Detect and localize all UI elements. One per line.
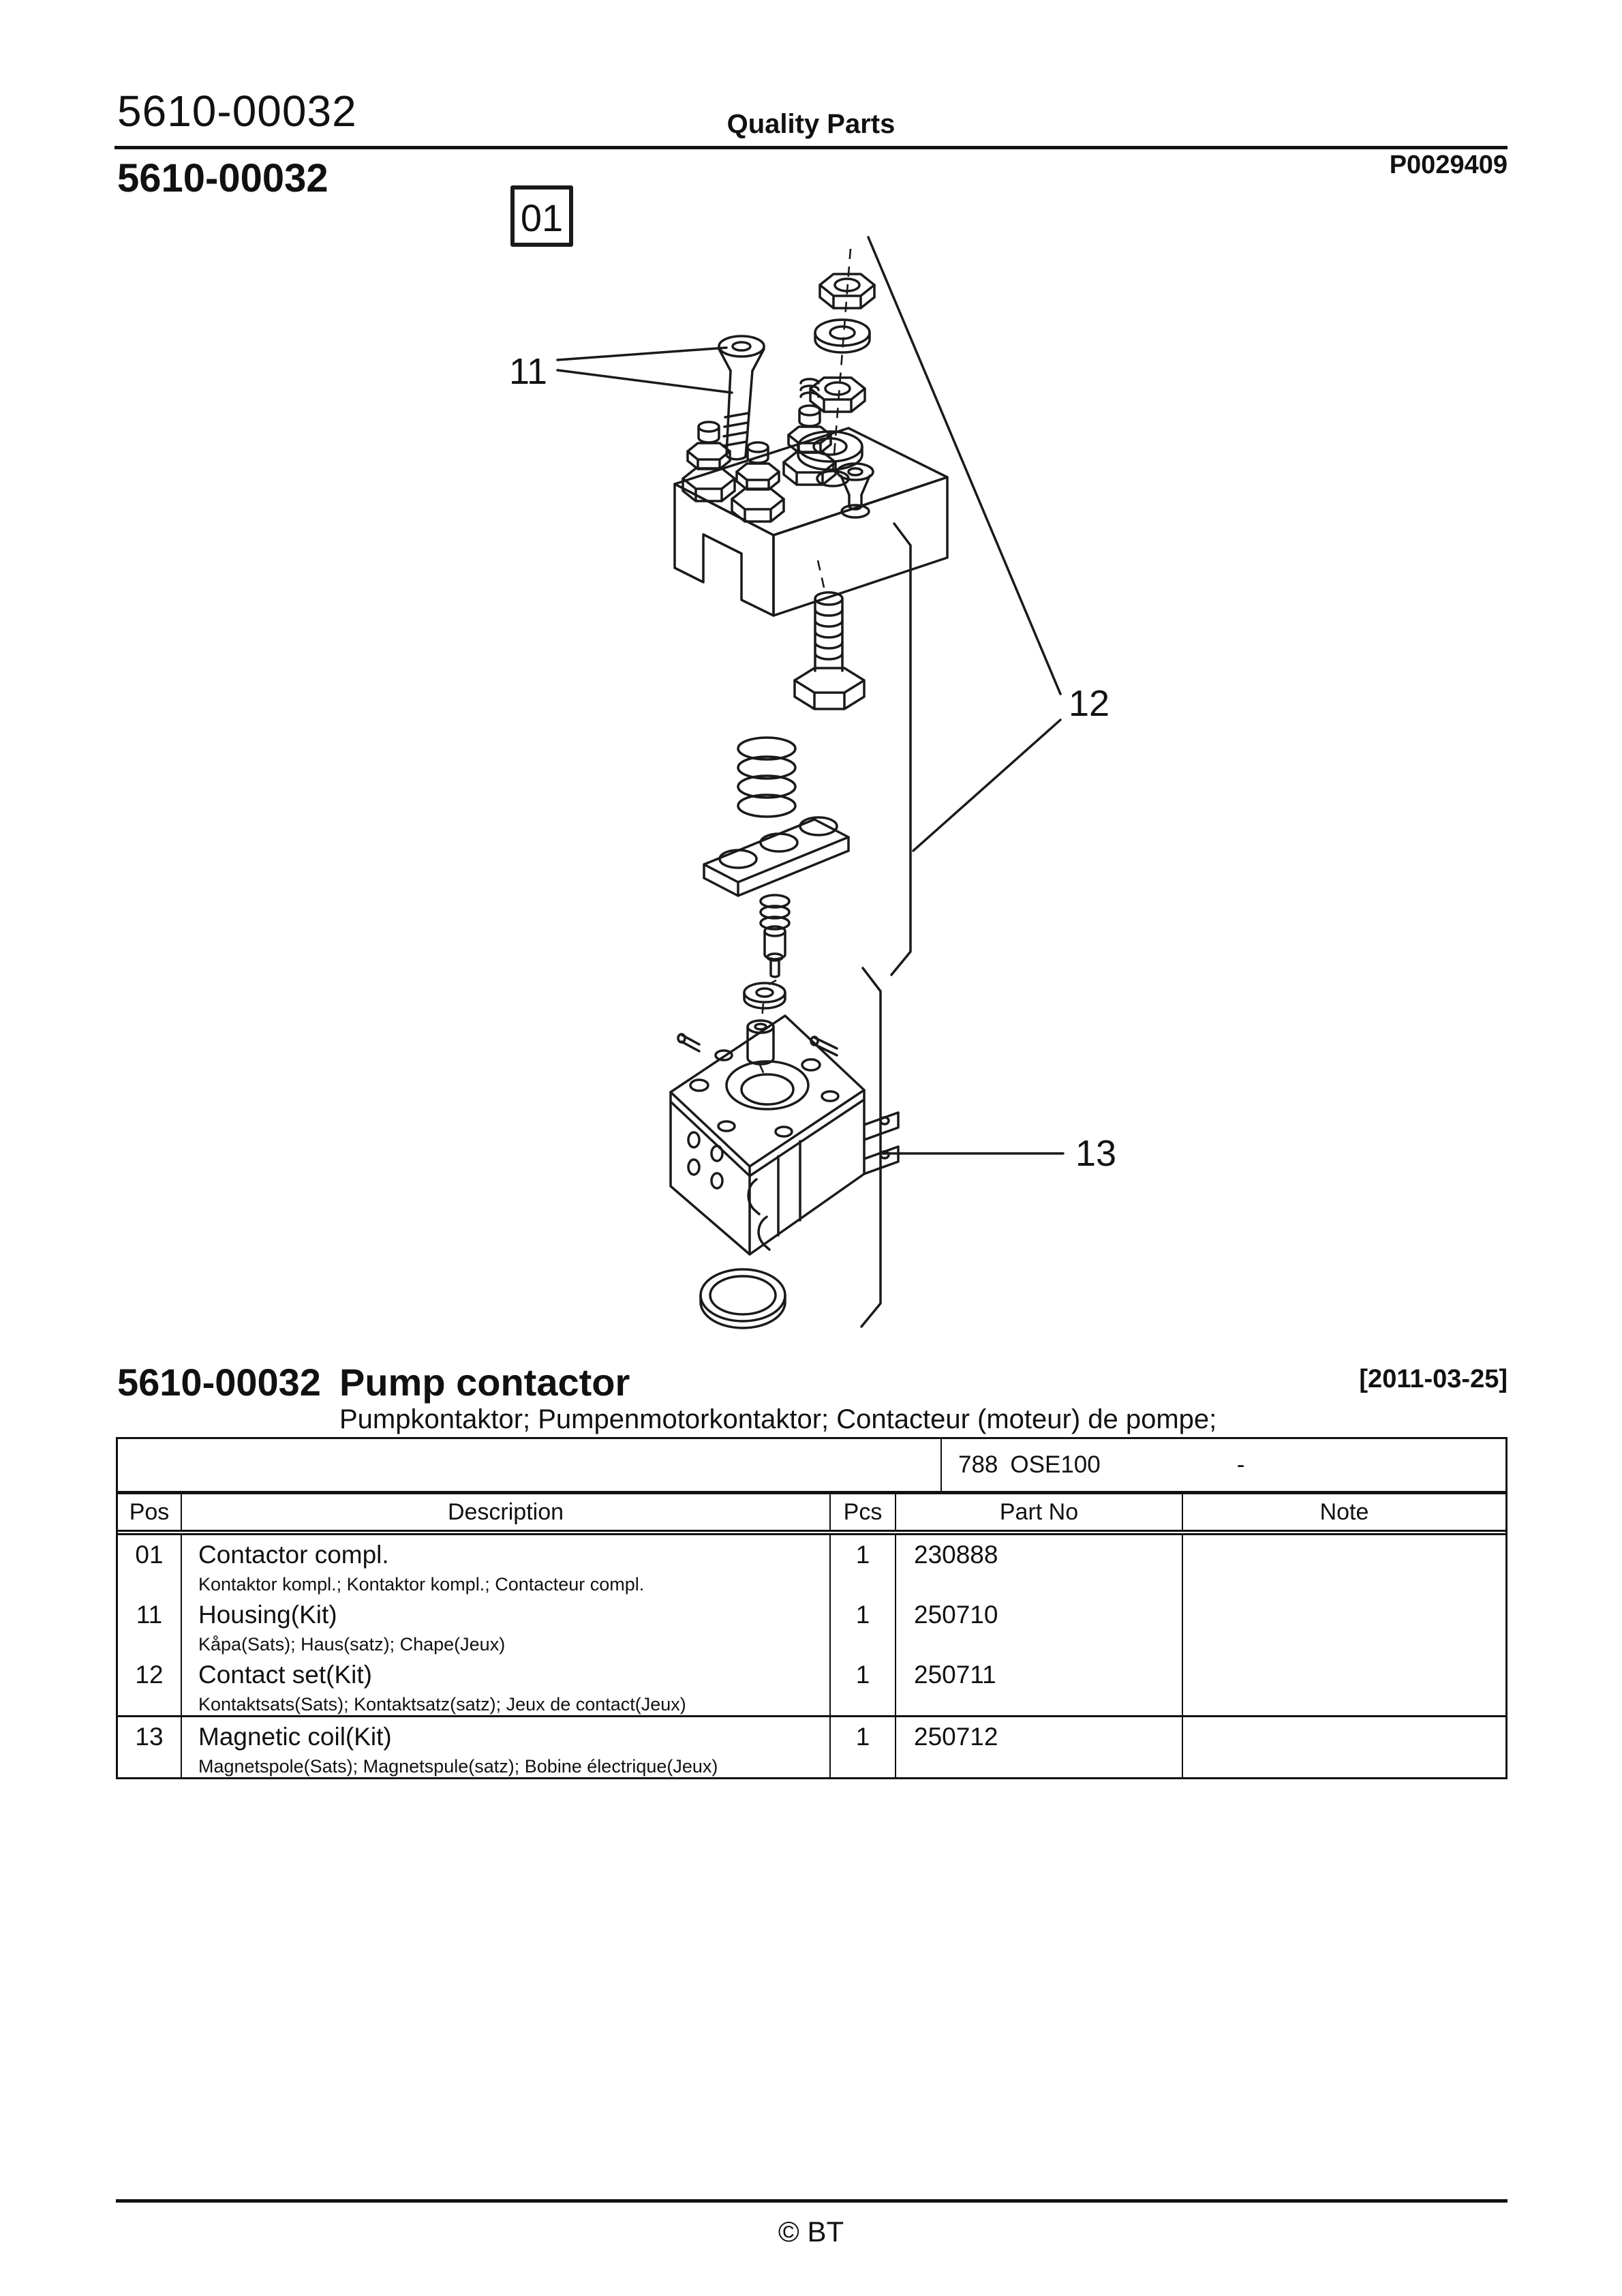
model-range: - xyxy=(1236,1451,1245,1478)
cell-partno: 250711 xyxy=(896,1655,1183,1715)
cell-description: Contactor compl. Kontaktor kompl.; Konta… xyxy=(182,1535,831,1595)
housing-drawing xyxy=(673,335,949,617)
housing-hole xyxy=(816,470,850,487)
model-name: OSE100 xyxy=(1010,1451,1101,1478)
model-info-row: 788 OSE100 - xyxy=(118,1439,1505,1494)
col-header-pos: Pos xyxy=(118,1494,182,1530)
model-code: 788 xyxy=(958,1451,998,1478)
countersunk-screw-drawing xyxy=(718,335,765,461)
footer-copyright: © BT xyxy=(778,2216,844,2248)
section-title: Pump contactor xyxy=(339,1361,630,1404)
col-header-description: Description xyxy=(182,1494,831,1530)
header-product-line: Quality Parts xyxy=(726,109,896,139)
cell-note xyxy=(1183,1717,1505,1777)
header-rule xyxy=(114,146,1508,149)
section-subtitle: Pumpkontaktor; Pumpenmotorkontaktor; Con… xyxy=(339,1404,1217,1434)
callout-11-label: 11 xyxy=(509,351,547,392)
hex-bolt-drawing xyxy=(793,591,866,710)
cell-pcs: 1 xyxy=(831,1535,896,1595)
parts-table: 788 OSE100 - Pos Description Pcs Part No… xyxy=(116,1437,1508,1779)
header-doc-number: 5610-00032 xyxy=(117,87,357,136)
coil-spring-drawing xyxy=(737,736,797,818)
leader-bracket-12 xyxy=(867,236,1062,976)
magnet-coil-block-drawing xyxy=(669,1014,900,1256)
cell-pos: 01 xyxy=(118,1535,182,1595)
cell-pcs: 1 xyxy=(831,1595,896,1655)
section-revision-date: [2011-03-25] xyxy=(1359,1365,1508,1393)
leader-bracket-13 xyxy=(860,967,1065,1328)
table-header-row: Pos Description Pcs Part No Note xyxy=(118,1494,1505,1535)
cell-description: Magnetic coil(Kit) Magnetspole(Sats); Ma… xyxy=(182,1717,831,1777)
cell-partno: 250710 xyxy=(896,1595,1183,1655)
cell-note xyxy=(1183,1655,1505,1715)
stud-thread-detail xyxy=(799,378,820,398)
cell-partno: 250712 xyxy=(896,1717,1183,1777)
figure-code: P0029409 xyxy=(1389,151,1508,179)
callout-12-label: 12 xyxy=(1069,683,1110,724)
model-info-empty-cell xyxy=(118,1439,942,1491)
col-header-pcs: Pcs xyxy=(831,1494,896,1530)
small-washer-drawing xyxy=(743,982,786,1010)
cell-description: Contact set(Kit) Kontaktsats(Sats); Kont… xyxy=(182,1655,831,1715)
contact-bridge-drawing xyxy=(703,816,850,978)
cell-pos: 13 xyxy=(118,1717,182,1777)
exploded-view-diagram: 01 11 12 13 xyxy=(509,185,1116,1329)
footer-rule xyxy=(116,2199,1508,2203)
table-row: 13 Magnetic coil(Kit) Magnetspole(Sats);… xyxy=(118,1715,1505,1777)
cell-note xyxy=(1183,1595,1505,1655)
cell-description: Housing(Kit) Kåpa(Sats); Haus(satz); Cha… xyxy=(182,1595,831,1655)
col-header-partno: Part No xyxy=(896,1494,1183,1530)
cell-pos: 11 xyxy=(118,1595,182,1655)
cell-pos: 12 xyxy=(118,1655,182,1715)
callout-01-label: 01 xyxy=(521,196,563,239)
cell-pcs: 1 xyxy=(831,1717,896,1777)
cell-partno: 230888 xyxy=(896,1535,1183,1595)
cell-note xyxy=(1183,1535,1505,1595)
section-title-number: 5610-00032 xyxy=(117,1361,321,1404)
table-row: 01 Contactor compl. Kontaktor kompl.; Ko… xyxy=(118,1535,1505,1595)
col-header-note: Note xyxy=(1319,1498,1369,1525)
table-row: 11 Housing(Kit) Kåpa(Sats); Haus(satz); … xyxy=(118,1595,1505,1655)
o-ring-drawing xyxy=(699,1268,786,1329)
cell-pcs: 1 xyxy=(831,1655,896,1715)
assembly-callout-box: 01 xyxy=(510,185,573,247)
callout-13-label: 13 xyxy=(1075,1133,1116,1174)
table-row: 12 Contact set(Kit) Kontaktsats(Sats); K… xyxy=(118,1655,1505,1715)
model-info-cell: 788 OSE100 - xyxy=(942,1439,1505,1491)
leader-lines-11 xyxy=(556,346,733,394)
section-doc-number: 5610-00032 xyxy=(117,156,328,200)
